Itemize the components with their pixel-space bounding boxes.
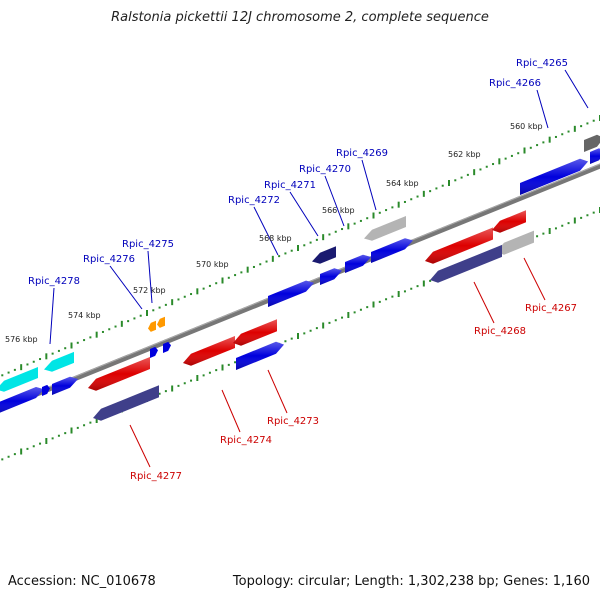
kbp-label: 572 kbp <box>133 286 166 295</box>
gene-arrow-shade <box>590 148 600 164</box>
kbp-label: 570 kbp <box>196 260 229 269</box>
gene-leader-line <box>221 389 241 433</box>
gene-leader-line <box>324 175 345 227</box>
gene-leader-line <box>523 257 546 301</box>
gene-label[interactable]: Rpic_4266 <box>489 78 541 89</box>
kbp-label: 562 kbp <box>448 150 481 159</box>
gene-arrow-shade <box>268 280 314 307</box>
gene-arrow-shade <box>345 254 371 273</box>
gene-arrow <box>148 320 156 332</box>
accession-text: Accession: NC_010678 <box>8 574 156 589</box>
gene-label[interactable]: Rpic_4271 <box>264 180 316 191</box>
gene-label[interactable]: Rpic_4270 <box>299 164 351 175</box>
gene-arrow-shade <box>233 319 277 346</box>
gene-label[interactable]: Rpic_4272 <box>228 195 280 206</box>
gene-leader-line <box>289 191 319 237</box>
kbp-label: 568 kbp <box>259 234 292 243</box>
gene-leader-line <box>253 206 279 256</box>
kbp-label: 560 kbp <box>510 122 543 131</box>
gene-arrow-shade <box>236 341 284 370</box>
gene-label[interactable]: Rpic_4274 <box>220 435 272 446</box>
gene-arrow <box>496 230 534 255</box>
gene-label[interactable]: Rpic_4278 <box>28 276 80 287</box>
gene-arrow-shade <box>183 336 235 366</box>
outer-tick-track <box>1 115 600 377</box>
gene-arrow-shade <box>52 376 78 395</box>
gene-arrow <box>157 316 165 328</box>
kbp-label: 576 kbp <box>5 335 38 344</box>
gene-label[interactable]: Rpic_4275 <box>122 239 174 250</box>
gene-arrow <box>93 385 159 421</box>
kbp-label: 574 kbp <box>68 311 101 320</box>
gene-arrow-shade <box>371 238 413 263</box>
gene-leader-line <box>147 250 153 304</box>
gene-arrow-shade <box>492 210 526 233</box>
kbp-label: 566 kbp <box>322 206 355 215</box>
gene-leader-line <box>109 265 143 310</box>
gene-leader-line <box>49 287 55 345</box>
gene-label[interactable]: Rpic_4277 <box>130 471 182 482</box>
gene-label[interactable]: Rpic_4273 <box>267 416 319 427</box>
gene-arrow <box>0 367 38 392</box>
gene-leader-line <box>129 424 151 468</box>
gene-label[interactable]: Rpic_4265 <box>516 58 568 69</box>
gene-leader-line <box>564 69 589 109</box>
gene-arrow-shade <box>88 357 150 391</box>
gene-arrow <box>44 351 74 372</box>
gene-arrow <box>312 246 336 264</box>
gene-arrow <box>364 216 406 241</box>
gene-arrow-shade <box>320 268 342 285</box>
gene-arrow <box>584 134 600 152</box>
gene-arrow <box>430 244 502 283</box>
gene-leader-line <box>473 281 495 324</box>
gene-arrow <box>150 346 158 358</box>
gene-leader-line <box>536 89 549 129</box>
gene-leader-line <box>267 369 288 414</box>
gene-arrow-shade <box>0 387 44 413</box>
gene-arrow <box>163 341 171 353</box>
gene-label[interactable]: Rpic_4267 <box>525 303 577 314</box>
gene-leader-line <box>361 159 377 211</box>
topology-stats: Topology: circular; Length: 1,302,238 bp… <box>232 574 590 589</box>
gene-label[interactable]: Rpic_4269 <box>336 148 388 159</box>
gene-label[interactable]: Rpic_4268 <box>474 326 526 337</box>
gene-arrow <box>42 384 50 396</box>
gene-arrow-shade <box>425 227 493 264</box>
gene-arrow-shade <box>520 158 588 195</box>
kbp-label: 564 kbp <box>386 179 419 188</box>
map-title: Ralstonia pickettii 12J chromosome 2, co… <box>111 10 489 25</box>
gene-label[interactable]: Rpic_4276 <box>83 254 135 265</box>
